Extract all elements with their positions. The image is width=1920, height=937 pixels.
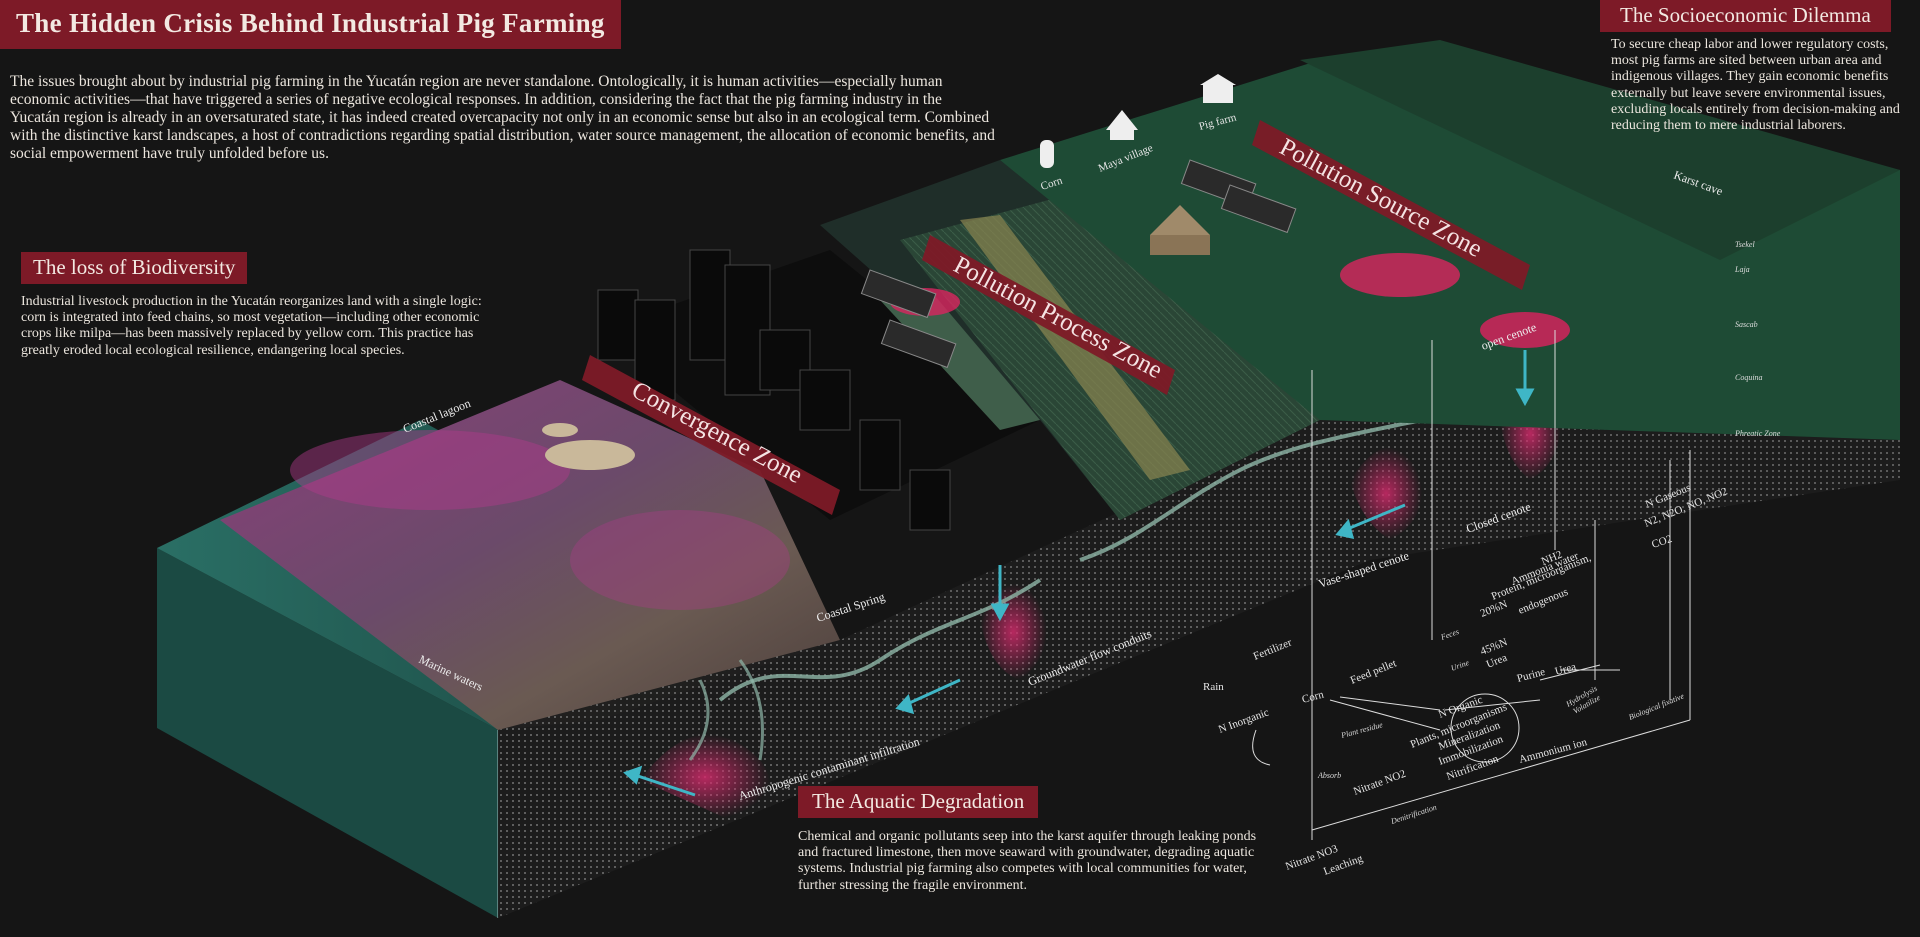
cycle-corn: Corn	[1301, 688, 1326, 705]
biodiversity-title: The loss of Biodiversity	[21, 252, 248, 284]
biodiversity-text: Industrial livestock production in the Y…	[21, 294, 482, 358]
maya-village-icon	[1106, 110, 1138, 140]
coastal-lagoon-surface	[220, 380, 840, 730]
cycle-feces: Feces	[1439, 627, 1461, 642]
cycle-plant-residue: Plant residue	[1339, 720, 1384, 740]
cycle-urine: Urine	[1450, 658, 1471, 673]
groundwater-flow-arrows	[623, 350, 1535, 797]
cycle-biological: Biological fixative	[1627, 691, 1685, 722]
cycle-purine: Purine	[1516, 666, 1547, 685]
cycle-n-inorganic: N Inorganic	[1217, 706, 1271, 735]
cycle-feed-pellet: Feed pellet	[1349, 657, 1399, 686]
page-title: The Hidden Crisis Behind Industrial Pig …	[0, 0, 621, 49]
aquatic-text: Chemical and organic pollutants seep int…	[798, 829, 1257, 893]
cycle-feces-desc2: endogenous	[1517, 586, 1570, 617]
cycle-absorb: Absorb	[1317, 771, 1341, 780]
strata-coquina: Coquina	[1735, 373, 1763, 382]
cycle-fertilizer: Fertilizer	[1252, 636, 1294, 662]
cycle-denitrification: Denitrification	[1389, 803, 1438, 827]
pig-farm-icon	[1200, 74, 1236, 103]
strata-tsekel: Tsekel	[1735, 240, 1755, 249]
strata-sascab: Sascab	[1735, 320, 1758, 329]
intro-paragraph: The issues brought about by industrial p…	[10, 73, 995, 162]
aquatic-title: The Aquatic Degradation	[798, 786, 1039, 818]
cycle-ammonium-ion: Ammonium ion	[1518, 736, 1589, 766]
strata-phreatic: Phreatic Zone	[1734, 429, 1781, 438]
cycle-nitrate-no2: Nitrate NO2	[1352, 768, 1407, 798]
strata-laja: Laja	[1734, 265, 1750, 274]
cycle-urea: Urea	[1554, 661, 1578, 678]
socioeconomic-text: To secure cheap labor and lower regulato…	[1611, 37, 1900, 134]
socioeconomic-title: The Socioeconomic Dilemma	[1600, 0, 1891, 32]
label-coastal-spring: Coastal Spring	[815, 590, 887, 625]
cycle-rain: Rain	[1203, 681, 1224, 693]
corn-icon	[1040, 140, 1054, 168]
